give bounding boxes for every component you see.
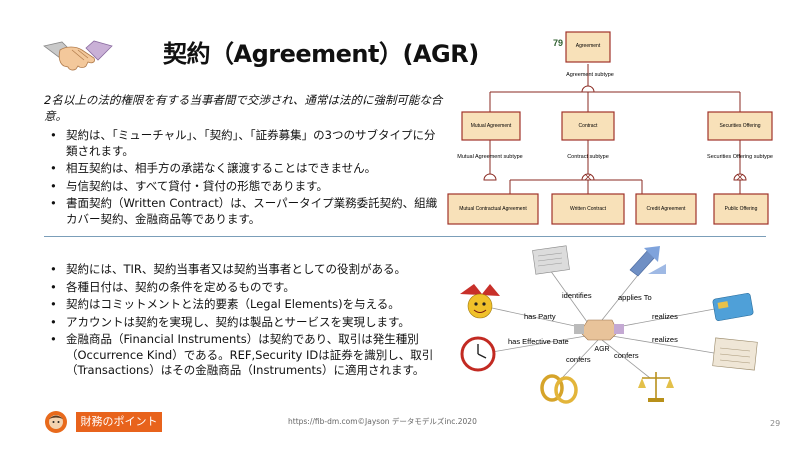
entity-box (713, 193, 769, 225)
subtype-label: Contract subtype (567, 154, 609, 160)
edge-label: has Effective Date (508, 337, 569, 346)
entity-box (551, 193, 625, 225)
subtype-label: Agreement subtype (566, 72, 614, 78)
subtype-label: Securities Offering subtype (707, 154, 773, 160)
entity-box-root (565, 31, 611, 63)
entity-box (707, 111, 773, 141)
entity-label: Securities Offering (719, 123, 760, 129)
list-item: 各種日付は、契約の条件を定めるものです。 (44, 280, 454, 296)
handshake-icon (574, 319, 624, 341)
rings-icon (540, 374, 578, 404)
entity-label: Mutual Contractual Agreement (459, 206, 527, 212)
credit-cards-icon (712, 293, 754, 321)
edge-label: has Party (524, 312, 556, 321)
edge-label: applies To (618, 293, 652, 302)
page-number: 29 (770, 419, 781, 428)
top-bullet-list: 契約は、「ミューチャル」、「契約」、「証券募集」の3つのサブタイプに分類されます… (44, 128, 444, 229)
entity-label: Agreement (576, 43, 601, 49)
scales-icon (638, 372, 674, 402)
entity-label: Mutual Agreement (471, 123, 512, 129)
list-item: 契約には、TIR、契約当事者又は契約当事者としての役割がある。 (44, 262, 454, 278)
edge-label: identifies (562, 291, 592, 300)
footer-url: https://fib-dm.com©Jayson データモデルズinc.202… (288, 417, 477, 426)
edge-label: confers (614, 351, 639, 360)
entity-label: Written Contract (570, 206, 607, 212)
entity-box (447, 193, 539, 225)
handshake-icon (43, 40, 113, 71)
edge-label: realizes (652, 312, 678, 321)
section-divider (44, 236, 766, 237)
list-item: 与信契約は、すべて貸付・貸付の形態であります。 (44, 179, 444, 195)
entity-label: Contract (579, 123, 599, 129)
graph-center-label: AGR (594, 346, 609, 353)
agreement-hierarchy-diagram: 79 Agreement Agreement subtype Mutual Ag… (447, 31, 773, 225)
entity-box (561, 111, 615, 141)
document-icon (532, 245, 570, 275)
list-item: 相互契約は、相手方の承諾なく譲渡することはできません。 (44, 161, 444, 177)
intro-text: 2名以上の法的権限を有する当事者間で交渉され、通常は法的に強制可能な合意。 (44, 93, 443, 123)
list-item: 契約はコミットメントと法的要素（Legal Elements)を与える。 (44, 297, 454, 313)
avatar (45, 411, 67, 433)
entity-number: 79 (553, 38, 563, 48)
edge-label: realizes (652, 335, 678, 344)
jester-mask-icon (460, 284, 500, 319)
list-item: アカウントは契約を実現し、契約は製品とサービスを実現します。 (44, 315, 454, 331)
bottom-bullet-list: 契約には、TIR、契約当事者又は契約当事者としての役割がある。 各種日付は、契約… (44, 262, 454, 381)
entity-box (461, 111, 521, 141)
arrows-icon (629, 246, 666, 277)
edge-label: confers (566, 355, 591, 364)
list-item: 書面契約（Written Contract）は、スーパータイプ業務委託契約、組織… (44, 196, 444, 227)
contract-paper-icon (712, 337, 758, 371)
financial-points-button[interactable]: 財務のポイント (76, 412, 162, 432)
entity-box (635, 193, 697, 225)
agreement-concept-graph: AGR identifies applies To has Party real… (460, 245, 758, 404)
entity-label: Credit Agreement (647, 206, 687, 212)
page-title: 契約（Agreement）(AGR) (163, 40, 479, 68)
subtype-label: Mutual Agreement subtype (457, 154, 522, 160)
clock-icon (460, 336, 496, 372)
list-item: 契約は、「ミューチャル」、「契約」、「証券募集」の3つのサブタイプに分類されます… (44, 128, 444, 159)
list-item: 金融商品（Financial Instruments）は契約であり、取引は発生種… (44, 332, 454, 379)
entity-label: Public Offering (725, 206, 758, 212)
